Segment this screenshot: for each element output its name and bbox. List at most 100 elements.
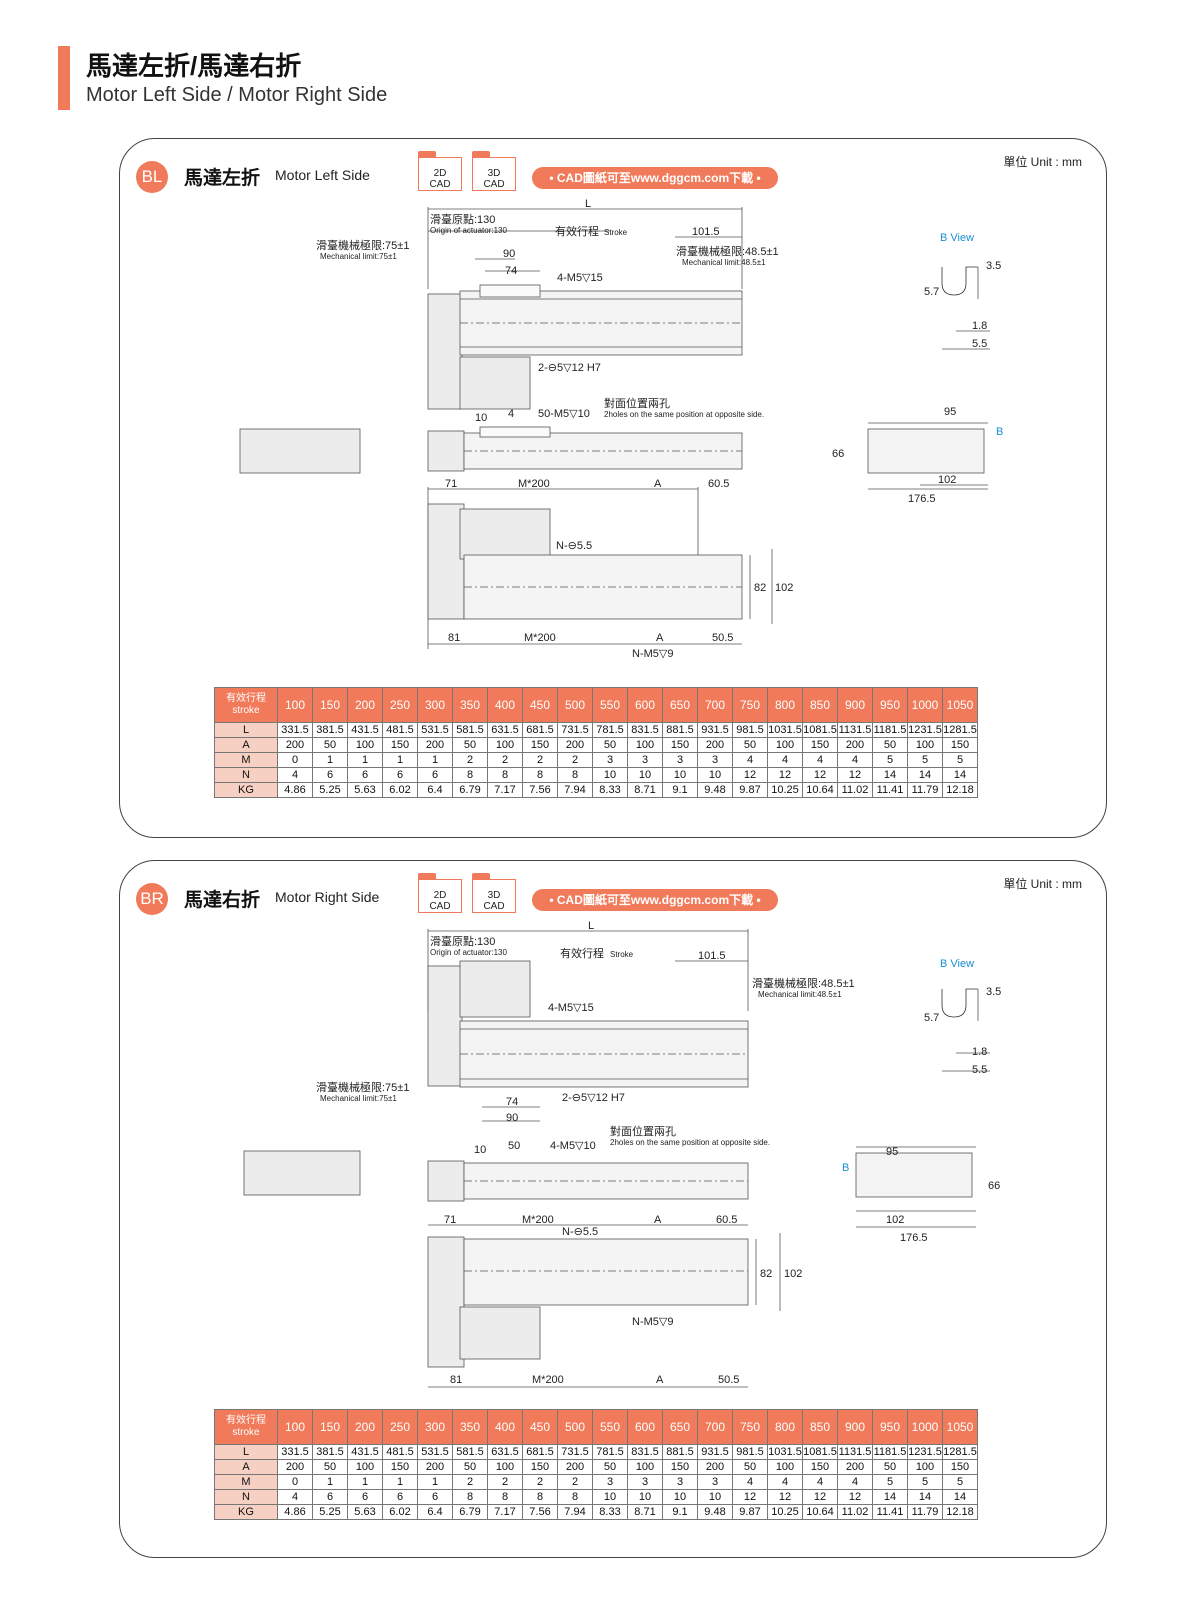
table-cell: 14 [907, 1489, 943, 1505]
table-cell: 7.56 [522, 1504, 558, 1520]
svg-text:M*200: M*200 [518, 478, 550, 490]
svg-text:101.5: 101.5 [698, 950, 726, 962]
table-cell: 150 [522, 737, 558, 753]
cad-download-link[interactable]: • CAD圖紙可至www.dggcm.com下載 • [532, 889, 778, 911]
svg-text:95: 95 [944, 406, 956, 418]
table-cell: 14 [872, 1489, 908, 1505]
svg-text:M*200: M*200 [524, 632, 556, 644]
table-cell: 100 [907, 1459, 943, 1475]
table-cell: 931.5 [697, 1444, 733, 1460]
table-cell: 200 [837, 1459, 873, 1475]
svg-text:81: 81 [450, 1374, 462, 1386]
stroke-header-cell: 1050 [942, 687, 978, 723]
table-cell: 12 [802, 1489, 838, 1505]
table-cell: 8.33 [592, 1504, 628, 1520]
table-cell: 3 [627, 752, 663, 768]
b-view-label: B View [940, 232, 974, 244]
svg-text:10: 10 [474, 1144, 486, 1156]
table-cell: 50 [732, 1459, 768, 1475]
table-cell: 100 [627, 1459, 663, 1475]
svg-text:102: 102 [784, 1268, 802, 1280]
unit-label: 單位 Unit : mm [1003, 155, 1082, 169]
table-cell: 150 [942, 1459, 978, 1475]
svg-text:M*200: M*200 [532, 1374, 564, 1386]
folder-icon [472, 873, 490, 881]
table-cell: 10 [627, 767, 663, 783]
table-cell: 1181.5 [872, 722, 908, 738]
table-cell: 5 [907, 1474, 943, 1490]
stroke-header-cell: 1050 [942, 1409, 978, 1445]
dim-stroke: 有效行程 [555, 224, 599, 238]
panel-badge: BR [136, 883, 168, 915]
table-cell: 10 [697, 767, 733, 783]
panel-badge: BL [136, 161, 168, 193]
table-cell: 4 [277, 1489, 313, 1505]
svg-text:A: A [654, 478, 662, 490]
stroke-header-cell: 350 [452, 1409, 488, 1445]
table-cell: 631.5 [487, 1444, 523, 1460]
table-cell: 8 [487, 1489, 523, 1505]
table-cell: 1031.5 [767, 1444, 803, 1460]
table-cell: 50 [732, 737, 768, 753]
table-cell: 8 [487, 767, 523, 783]
table-cell: 14 [942, 767, 978, 783]
technical-drawing: L 滑臺原點:130 Origin of actuator:130 有效行程 S… [239, 199, 1003, 660]
stroke-header-cell: 500 [557, 1409, 593, 1445]
table-cell: 481.5 [382, 1444, 418, 1460]
table-cell: 10 [627, 1489, 663, 1505]
table-cell: 331.5 [277, 1444, 313, 1460]
stroke-header-cell: 100 [277, 687, 313, 723]
technical-drawing: L 滑臺原點:130 Origin of actuator:130 有效行程 S… [243, 921, 1001, 1388]
table-cell: 1081.5 [802, 722, 838, 738]
table-cell: 200 [277, 1459, 313, 1475]
stroke-header-cell: 250 [382, 687, 418, 723]
table-cell: 431.5 [347, 722, 383, 738]
table-cell: 1131.5 [837, 1444, 873, 1460]
table-cell: 1 [382, 752, 418, 768]
svg-text:Stroke: Stroke [610, 950, 634, 959]
stroke-header-cell: 500 [557, 687, 593, 723]
svg-text:74: 74 [506, 1096, 518, 1108]
table-cell: 12 [802, 767, 838, 783]
table-cell: 1231.5 [907, 722, 943, 738]
table-cell: 0 [277, 1474, 313, 1490]
table-cell: 11.41 [872, 782, 908, 798]
cad-download-link[interactable]: • CAD圖紙可至www.dggcm.com下載 • [532, 167, 778, 189]
svg-text:B: B [996, 426, 1003, 438]
row-label: KG [214, 1504, 278, 1520]
table-cell: 11.41 [872, 1504, 908, 1520]
table-cell: 331.5 [277, 722, 313, 738]
row-label: A [214, 737, 278, 753]
stroke-header-cell: 1000 [907, 1409, 943, 1445]
svg-text:B: B [842, 1162, 849, 1174]
table-cell: 2 [557, 1474, 593, 1490]
table-cell: 100 [347, 737, 383, 753]
table-cell: 11.79 [907, 1504, 943, 1520]
table-cell: 12 [732, 767, 768, 783]
stroke-header-cell: 400 [487, 687, 523, 723]
table-cell: 8.71 [627, 782, 663, 798]
table-cell: 881.5 [662, 722, 698, 738]
svg-text:82: 82 [754, 582, 766, 594]
svg-text:A: A [656, 1374, 664, 1386]
svg-text:101.5: 101.5 [692, 226, 720, 238]
row-label: M [214, 752, 278, 768]
stroke-header-cell: 850 [802, 687, 838, 723]
table-cell: 150 [662, 737, 698, 753]
stroke-header-cell: 450 [522, 687, 558, 723]
table-cell: 1281.5 [942, 722, 978, 738]
table-cell: 8 [452, 1489, 488, 1505]
svg-text:102: 102 [938, 474, 956, 486]
table-cell: 10.25 [767, 1504, 803, 1520]
header-accent-bar [58, 46, 70, 110]
table-cell: 200 [557, 1459, 593, 1475]
